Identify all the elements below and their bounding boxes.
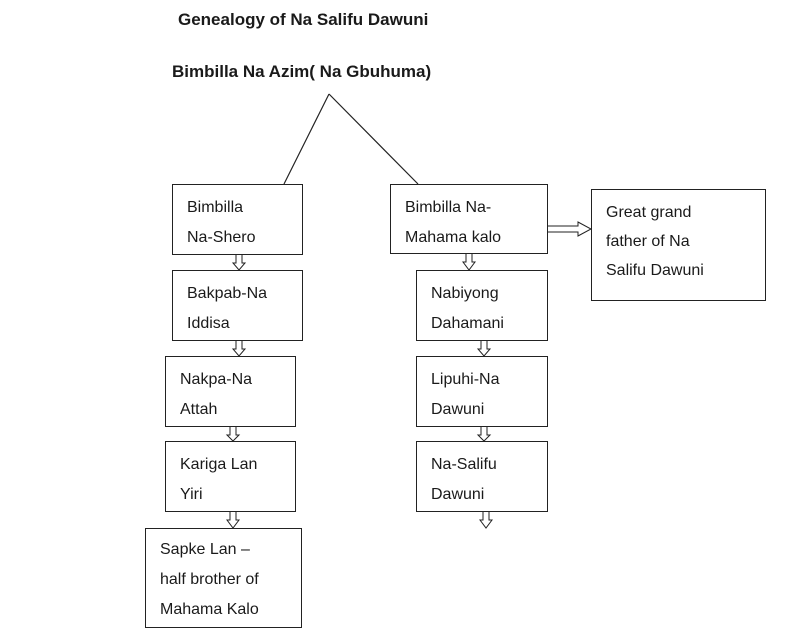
node-label: Nabiyong Dahamani: [431, 285, 504, 332]
node-nabiyong-dahamani: Nabiyong Dahamani: [416, 270, 548, 341]
node-label: Lipuhi-Na Dawuni: [431, 371, 500, 418]
node-side-note: Great grand father of Na Salifu Dawuni: [591, 189, 766, 301]
node-bakpab-na-iddisa: Bakpab-Na Iddisa: [172, 270, 303, 341]
node-nakpa-na-attah: Nakpa-Na Attah: [165, 356, 296, 427]
branch-line-left: [283, 93, 330, 185]
node-label: Bimbilla Na- Mahama kalo: [405, 199, 502, 246]
down-arrow-icon: [476, 341, 492, 357]
node-label: Kariga Lan Yiri: [180, 456, 258, 503]
node-na-salifu-dawuni: Na-Salifu Dawuni: [416, 441, 548, 512]
diagram-title: Genealogy of Na Salifu Dawuni: [178, 10, 429, 29]
down-arrow-icon: [476, 427, 492, 442]
root-ancestor-label: Bimbilla Na Azim( Na Gbuhuma): [172, 62, 432, 81]
down-arrow-icon: [226, 512, 240, 529]
node-label: Sapke Lan – half brother of Mahama Kalo: [160, 541, 259, 618]
node-label: Na-Salifu Dawuni: [431, 456, 497, 503]
down-arrow-icon: [225, 427, 241, 442]
node-label: Bimbilla Na-Shero: [187, 199, 256, 246]
down-arrow-icon: [479, 512, 493, 529]
right-arrow-icon: [548, 221, 593, 237]
node-label: Nakpa-Na Attah: [180, 371, 253, 418]
down-arrow-icon: [462, 254, 476, 271]
down-arrow-icon: [231, 341, 247, 357]
node-bimbilla-na-mahama-kalo: Bimbilla Na- Mahama kalo: [390, 184, 548, 254]
branch-line-right: [328, 93, 419, 185]
down-arrow-icon: [231, 255, 247, 271]
node-sapke-lan: Sapke Lan – half brother of Mahama Kalo: [145, 528, 302, 628]
side-note-label: Great grand father of Na Salifu Dawuni: [606, 204, 704, 279]
node-bimbilla-na-shero: Bimbilla Na-Shero: [172, 184, 303, 255]
node-label: Bakpab-Na Iddisa: [187, 285, 268, 332]
node-kariga-lan-yiri: Kariga Lan Yiri: [165, 441, 296, 512]
node-lipuhi-na-dawuni: Lipuhi-Na Dawuni: [416, 356, 548, 427]
